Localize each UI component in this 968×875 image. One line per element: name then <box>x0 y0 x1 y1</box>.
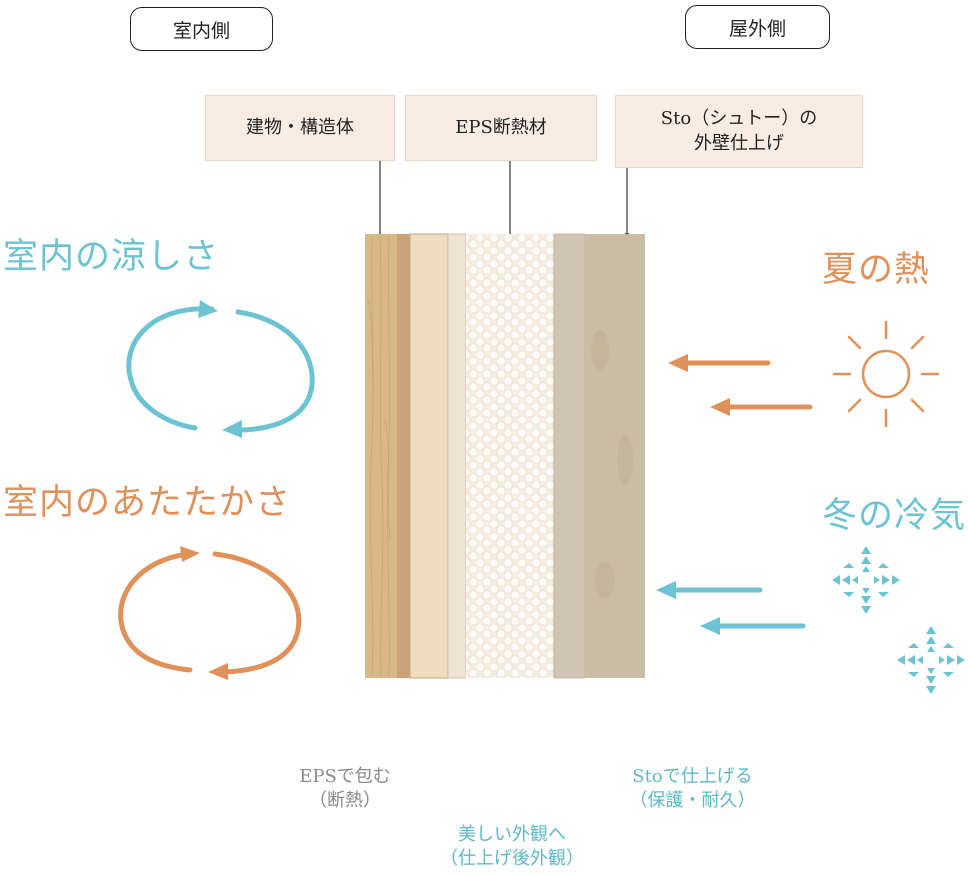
final-appearance-caption: 美しい外観へ （仕上げ後外観） <box>412 823 612 872</box>
summer-heat-arrow-icon <box>668 354 813 416</box>
eps-caption-line1: EPSで包む <box>299 766 391 787</box>
wood-dark-layer <box>397 234 410 678</box>
sto-render-layer <box>585 234 645 678</box>
sto-finish-label: Sto（シュトー）の 外壁仕上げ <box>615 95 863 168</box>
snowflake-icon <box>832 546 965 694</box>
sto-finish-caption: Stoで仕上げる （保護・耐久） <box>605 765 780 814</box>
board-layer <box>409 233 449 679</box>
eps-wrap-caption: EPSで包む （断熱） <box>270 765 420 814</box>
wall-cross-section <box>365 233 645 679</box>
sun-icon <box>832 320 940 428</box>
outdoor-side-label: 屋外側 <box>685 5 830 49</box>
cool-cycle-arrow-icon <box>126 300 315 438</box>
final-caption-line1: 美しい外観へ <box>458 824 566 845</box>
sto-caption-line2: （保護・耐久） <box>629 790 756 812</box>
winter-cold-label: 冬の冷気 <box>822 496 967 536</box>
summer-heat-label: 夏の熱 <box>822 250 931 290</box>
winter-cold-arrow-icon <box>656 581 806 635</box>
base-coat-layer <box>553 233 586 679</box>
final-caption-line2: （仕上げ後外観） <box>440 848 584 870</box>
structure-label: 建物・構造体 <box>205 95 395 161</box>
sto-caption-line1: Stoで仕上げる <box>632 766 753 787</box>
eps-caption-line2: （断熱） <box>309 790 381 812</box>
indoor-cool-label: 室内の涼しさ <box>3 237 220 277</box>
sto-label-line1: Sto（シュトー）の <box>660 108 818 130</box>
eps-insulation-layer <box>466 234 554 678</box>
structure-label-text: 建物・構造体 <box>246 116 354 138</box>
sto-label-line2: 外壁仕上げ <box>694 132 784 154</box>
indoor-side-label: 室内側 <box>130 7 273 51</box>
eps-label: EPS断熱材 <box>405 95 597 161</box>
indoor-warm-label: 室内のあたたかさ <box>3 483 292 523</box>
warm-cycle-arrow-icon <box>118 546 302 680</box>
eps-label-text: EPS断熱材 <box>455 116 547 138</box>
adhesive-layer <box>447 233 467 679</box>
